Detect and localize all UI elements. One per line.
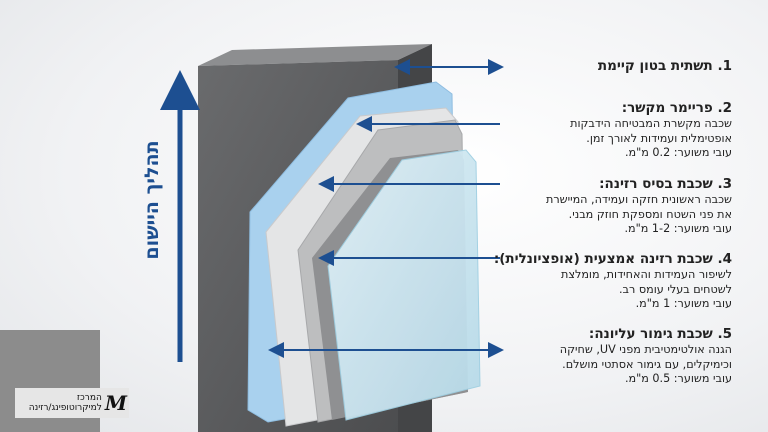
- layer-title: 2. פריימר מקשר:: [621, 100, 732, 116]
- logo-text: המרכז למיקרוטופינג/רזינה: [29, 393, 102, 413]
- layer-desc: אופטימלית ועמידות לאורך זמן.: [586, 131, 732, 145]
- layer-desc: לשטחים בעלי עומס רב.: [618, 282, 732, 296]
- logo: המרכז למיקרוטופינג/רזינה M: [15, 388, 129, 418]
- logo-mark-icon: M: [104, 391, 127, 415]
- layer-title: 5. שכבת גימור עליונה:: [588, 326, 732, 342]
- layer-desc: שכבה ראשונית חזקה ועמידה, המיישרת: [545, 193, 732, 206]
- layer-desc: לשיפור העמידות והאחידות, מומלצת: [560, 268, 732, 281]
- layer-label-5: 5. שכבת גימור עליונה: הגנה אולטימטיבית מ…: [560, 326, 732, 387]
- layer-desc: שכבה מקשרת המבטיחה הידבקות: [570, 117, 732, 130]
- layer-label-2: 2. פריימר מקשר: שכבה מקשרת המבטיחה הידבק…: [570, 100, 732, 161]
- layer-title: 3. שכבת בסיס רזינה:: [599, 176, 732, 192]
- layer-desc: וכימיקלים, עם גימור אסתטי מושלם.: [562, 357, 732, 371]
- layer-desc: את פני השטח ומספקת חוזק מבני.: [568, 207, 732, 221]
- layer-label-1: 1. תשתית בטון קיימת: [598, 58, 732, 75]
- layer-label-4: 4. שכבת רזינה אמצעית (אופציונלית): לשיפו…: [494, 251, 732, 312]
- logo-line-2: למיקרוטופינג/רזינה: [28, 403, 102, 413]
- layer-title: 1. תשתית בטון קיימת: [597, 58, 732, 74]
- layer-thickness: עובי משוער: 1-2 מ"מ.: [624, 222, 732, 235]
- layer-desc: הגנה אולטימטיבית מפני UV, שחיקה: [559, 343, 732, 356]
- layer-title: 4. שכבת רזינה אמצעית (אופציונלית):: [493, 251, 732, 267]
- logo-line-1: המרכז: [76, 393, 102, 403]
- layer-thickness: עובי משוער: 0.2 מ"מ.: [624, 146, 732, 159]
- process-title: תהליך היישום: [141, 140, 163, 260]
- layer-thickness: עובי משוער: 1 מ"מ.: [635, 297, 732, 310]
- layer-label-3: 3. שכבת בסיס רזינה: שכבה ראשונית חזקה וע…: [546, 176, 732, 237]
- layer-thickness: עובי משוער: 0.5 מ"מ.: [624, 372, 732, 385]
- pointer-arrows: [268, 59, 504, 358]
